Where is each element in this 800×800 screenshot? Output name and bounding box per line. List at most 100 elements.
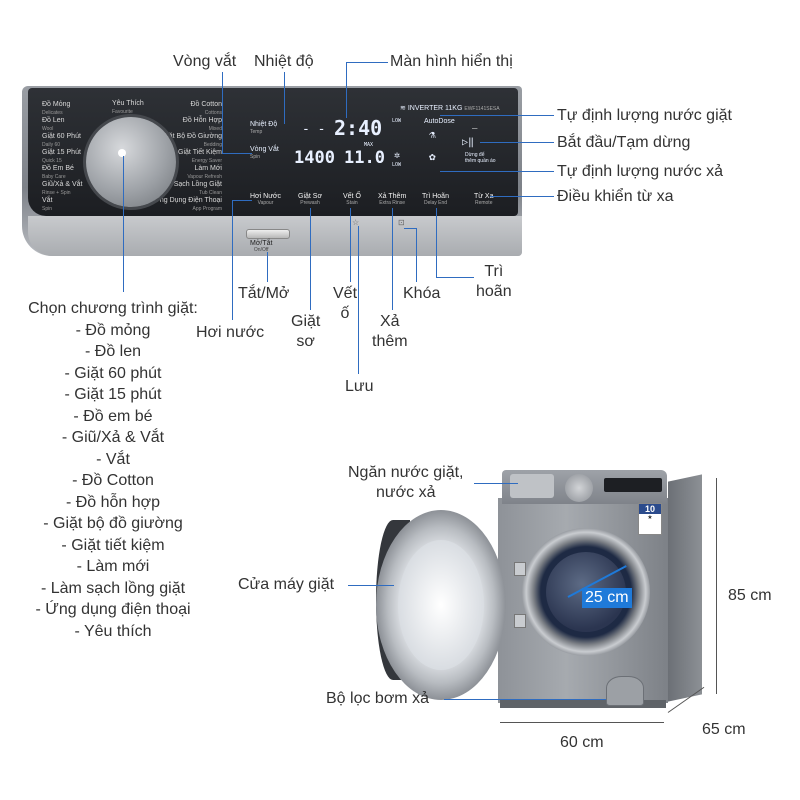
autodose-label: AutoDose bbox=[424, 118, 455, 125]
door-glass bbox=[398, 540, 484, 670]
program-item: - Vắt bbox=[96, 450, 130, 468]
lcd-spin-speed: 1400 bbox=[294, 148, 335, 168]
program-item: - Đồ em bé bbox=[73, 407, 153, 425]
callout-wring: Vòng vắt bbox=[173, 53, 237, 70]
leader-line bbox=[436, 277, 474, 278]
callout-power: Tắt/Mở bbox=[238, 285, 290, 302]
leader-line bbox=[358, 226, 359, 374]
lcd-low-indicator: LOW bbox=[392, 162, 402, 168]
leader-line bbox=[310, 208, 311, 310]
detergent-drawer[interactable] bbox=[510, 474, 554, 498]
door-hinge bbox=[514, 562, 526, 576]
leader-line bbox=[440, 171, 554, 172]
lcd-low-indicator: LOW bbox=[392, 118, 402, 124]
height-dimension-line bbox=[716, 478, 717, 694]
leader-line bbox=[480, 142, 554, 143]
leader-line bbox=[392, 208, 393, 310]
program-item: - Đồ mỏng bbox=[75, 321, 151, 339]
program-item: - Giặt tiết kiệm bbox=[61, 536, 165, 554]
power-button[interactable] bbox=[246, 229, 290, 239]
lcd-dashes: - - bbox=[302, 122, 326, 137]
leader-line bbox=[346, 62, 347, 118]
callout-display: Màn hình hiển thị bbox=[390, 53, 513, 70]
leader-line bbox=[232, 200, 233, 320]
callout-start-pause: Bắt đầu/Tạm dừng bbox=[557, 134, 691, 151]
start-pause-icon[interactable]: ▷‖ bbox=[462, 137, 475, 148]
leader-line bbox=[416, 228, 417, 282]
program-item: - Ứng dụng điện thoại bbox=[35, 601, 191, 618]
callout-filter: Bộ lọc bơm xả bbox=[326, 690, 429, 707]
softener-dose-icon[interactable]: ✿ bbox=[429, 150, 436, 163]
callout-steam: Hơi nước bbox=[196, 324, 265, 341]
leader-line bbox=[436, 208, 437, 278]
program-item: - Yêu thích bbox=[74, 622, 152, 640]
energy-label: 10★ bbox=[638, 503, 662, 535]
program-item: - Giặt bộ đồ giường bbox=[43, 515, 183, 532]
program-item: - Giũ/Xả & Vắt bbox=[61, 429, 165, 446]
program-dial[interactable] bbox=[86, 117, 176, 207]
lcd-load-weight: 11.0 bbox=[344, 148, 385, 168]
program-item: - Giặt 60 phút bbox=[64, 364, 162, 382]
detergent-dose-icon[interactable]: ⚗ bbox=[429, 128, 436, 141]
program-item: - Làm mới bbox=[76, 558, 150, 575]
callout-save: Lưu bbox=[345, 378, 374, 395]
lock-icon: ⊡ bbox=[398, 218, 405, 227]
softener-icon: ✲ bbox=[394, 150, 401, 161]
wifi-icon: ≋ bbox=[400, 105, 406, 112]
program-list-heading: Chọn chương trình giặt: bbox=[28, 300, 198, 317]
program-item: - Giặt 15 phút bbox=[64, 386, 162, 403]
program-list: Chọn chương trình giặt: - Đồ mỏng - Đồ l… bbox=[0, 298, 226, 642]
width-dimension-line bbox=[500, 722, 664, 723]
leader-line bbox=[440, 115, 554, 116]
leader-line bbox=[123, 156, 124, 292]
leader-line bbox=[444, 699, 606, 700]
program-item: - Đồ Cotton bbox=[72, 472, 154, 489]
machine-side bbox=[668, 474, 702, 702]
callout-dispenser: Ngăn nước giặt,nước xả bbox=[348, 464, 464, 501]
drain-pump-filter[interactable] bbox=[606, 676, 644, 706]
callout-lock: Khóa bbox=[403, 285, 441, 302]
start-pause-bar: — bbox=[472, 124, 478, 134]
lcd-max-indicator: MAX bbox=[364, 142, 374, 148]
width-dimension-label: 60 cm bbox=[560, 734, 604, 751]
lcd-time: 2:40 bbox=[334, 116, 383, 140]
leader-line bbox=[232, 200, 252, 201]
depth-dimension-label: 65 cm bbox=[702, 721, 746, 738]
machine-dial bbox=[565, 474, 593, 502]
leader-line bbox=[222, 72, 223, 154]
leader-line bbox=[404, 228, 416, 229]
leader-line bbox=[346, 62, 388, 63]
callout-remote: Điều khiển từ xa bbox=[557, 188, 674, 205]
leader-line bbox=[474, 483, 518, 484]
leader-line bbox=[490, 196, 554, 197]
